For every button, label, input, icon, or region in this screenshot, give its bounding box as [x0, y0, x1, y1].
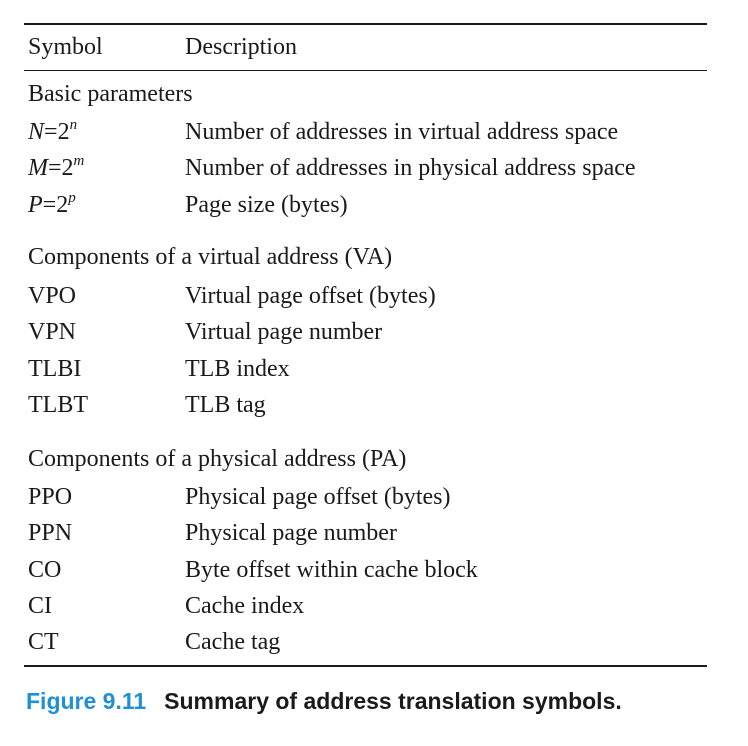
desc-vpn: Virtual page number	[185, 319, 383, 345]
symbol-ci: CI	[28, 593, 52, 619]
desc-m: Number of addresses in physical address …	[185, 155, 636, 181]
symbol-tlbi: TLBI	[28, 356, 82, 382]
section-title-va: Components of a virtual address (VA)	[28, 244, 393, 270]
figure-caption: Figure 9.11 Summary of address translatio…	[26, 686, 622, 716]
desc-ci: Cache index	[185, 593, 305, 619]
header-symbol: Symbol	[28, 34, 103, 60]
desc-tlbi: TLB index	[185, 356, 290, 382]
desc-ct: Cache tag	[185, 629, 281, 655]
section-title-pa: Components of a physical address (PA)	[28, 446, 407, 472]
section-title-basic: Basic parameters	[28, 81, 193, 107]
desc-n: Number of addresses in virtual address s…	[185, 119, 619, 145]
symbol-vpo: VPO	[28, 283, 77, 309]
symbol-n: N=2n	[28, 117, 78, 146]
desc-vpo: Virtual page offset (bytes)	[185, 283, 436, 309]
symbol-p: P=2p	[28, 190, 76, 219]
symbol-ppn: PPN	[28, 520, 73, 546]
symbol-ppo: PPO	[28, 484, 73, 510]
desc-ppn: Physical page number	[185, 520, 397, 546]
symbol-co: CO	[28, 557, 62, 583]
desc-tlbt: TLB tag	[185, 392, 266, 418]
header-rule	[24, 70, 707, 71]
desc-co: Byte offset within cache block	[185, 557, 478, 583]
table-top-rule	[24, 23, 707, 25]
symbol-m: M=2m	[28, 153, 85, 182]
header-description: Description	[185, 34, 297, 60]
symbol-tlbt: TLBT	[28, 392, 88, 418]
symbol-ct: CT	[28, 629, 59, 655]
desc-p: Page size (bytes)	[185, 192, 348, 218]
table-bottom-rule	[24, 665, 707, 667]
desc-ppo: Physical page offset (bytes)	[185, 484, 451, 510]
figure-caption-text: Summary of address translation symbols.	[164, 688, 622, 714]
figure-label: Figure 9.11	[26, 688, 147, 714]
symbol-vpn: VPN	[28, 319, 77, 345]
